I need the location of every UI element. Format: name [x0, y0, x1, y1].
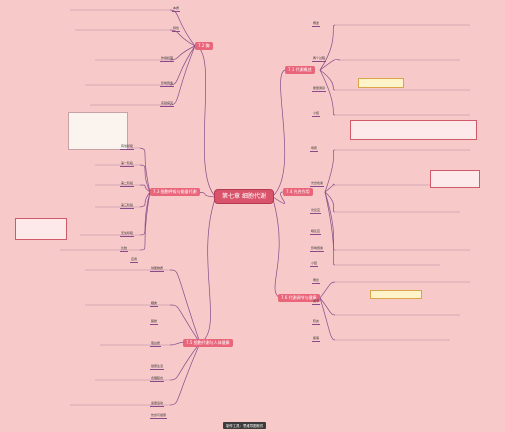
topic-label[interactable]: 小结: [310, 261, 319, 267]
branch-health[interactable]: 7.5 细胞代谢与人体健康: [183, 339, 233, 347]
diagram-image: [68, 112, 128, 150]
topic-label[interactable]: 实验探究: [160, 101, 175, 107]
topic-label[interactable]: 概念: [312, 278, 321, 284]
topic-label[interactable]: 特性: [172, 26, 181, 32]
topic-label[interactable]: 第一阶段: [120, 161, 135, 167]
topic-label[interactable]: 比较: [120, 246, 129, 252]
topic-label[interactable]: 能量通货: [312, 86, 327, 92]
topic-label[interactable]: 第二阶段: [120, 181, 135, 187]
topic-label[interactable]: 小结: [312, 111, 321, 117]
branch-regulation[interactable]: 7.6 代谢调节与健康: [278, 294, 320, 302]
highlight-cell: [358, 78, 404, 88]
topic-label[interactable]: 疾病: [312, 336, 321, 342]
topic-label[interactable]: 供能物质: [150, 266, 165, 272]
topic-label[interactable]: 两个过程: [312, 56, 327, 62]
topic-label[interactable]: 蛋白质: [150, 341, 162, 347]
highlight-cell: [370, 290, 422, 299]
topic-label[interactable]: 稳态: [312, 319, 321, 325]
topic-label[interactable]: 应用: [130, 257, 139, 263]
topic-label[interactable]: 作用机理: [160, 56, 175, 62]
topic-label[interactable]: 适量运动: [150, 401, 165, 407]
topic-label[interactable]: 调节: [312, 299, 321, 305]
topic-label[interactable]: 合理膳食: [150, 376, 165, 382]
topic-label[interactable]: 光合色素: [310, 181, 325, 187]
topic-label[interactable]: 健康生活: [150, 364, 165, 370]
topic-label[interactable]: 第三阶段: [120, 203, 135, 209]
branch-respiration[interactable]: 7.3 细胞呼吸与能量代谢: [150, 188, 200, 196]
central-topic[interactable]: 第七章 细胞代谢: [215, 190, 273, 203]
topic-label[interactable]: 无氧呼吸: [120, 231, 135, 237]
topic-label[interactable]: 影响因素: [160, 81, 175, 87]
topic-label[interactable]: 饮食与健康: [150, 413, 168, 419]
topic-label[interactable]: 脂肪: [150, 319, 159, 325]
topic-label[interactable]: 有氧呼吸: [120, 144, 135, 150]
credit-label: 制作工具：思维导图软件: [223, 422, 267, 429]
branch-enzyme[interactable]: 7.2 酶: [195, 42, 213, 50]
topic-label[interactable]: 概述: [312, 21, 321, 27]
topic-label[interactable]: 光反应: [310, 208, 322, 214]
topic-label[interactable]: 本质: [172, 6, 181, 12]
branch-photosynthesis[interactable]: 7.4 光合作用: [283, 188, 313, 196]
topic-label[interactable]: 暗反应: [310, 229, 322, 235]
note-box: [15, 218, 67, 240]
topic-label[interactable]: 影响因素: [310, 246, 325, 252]
topic-label[interactable]: 场所: [310, 146, 319, 152]
note-box: [430, 170, 480, 188]
note-box: [350, 120, 477, 140]
branch-overview[interactable]: 7.1 代谢概述: [285, 66, 315, 74]
topic-label[interactable]: 糖类: [150, 301, 159, 307]
